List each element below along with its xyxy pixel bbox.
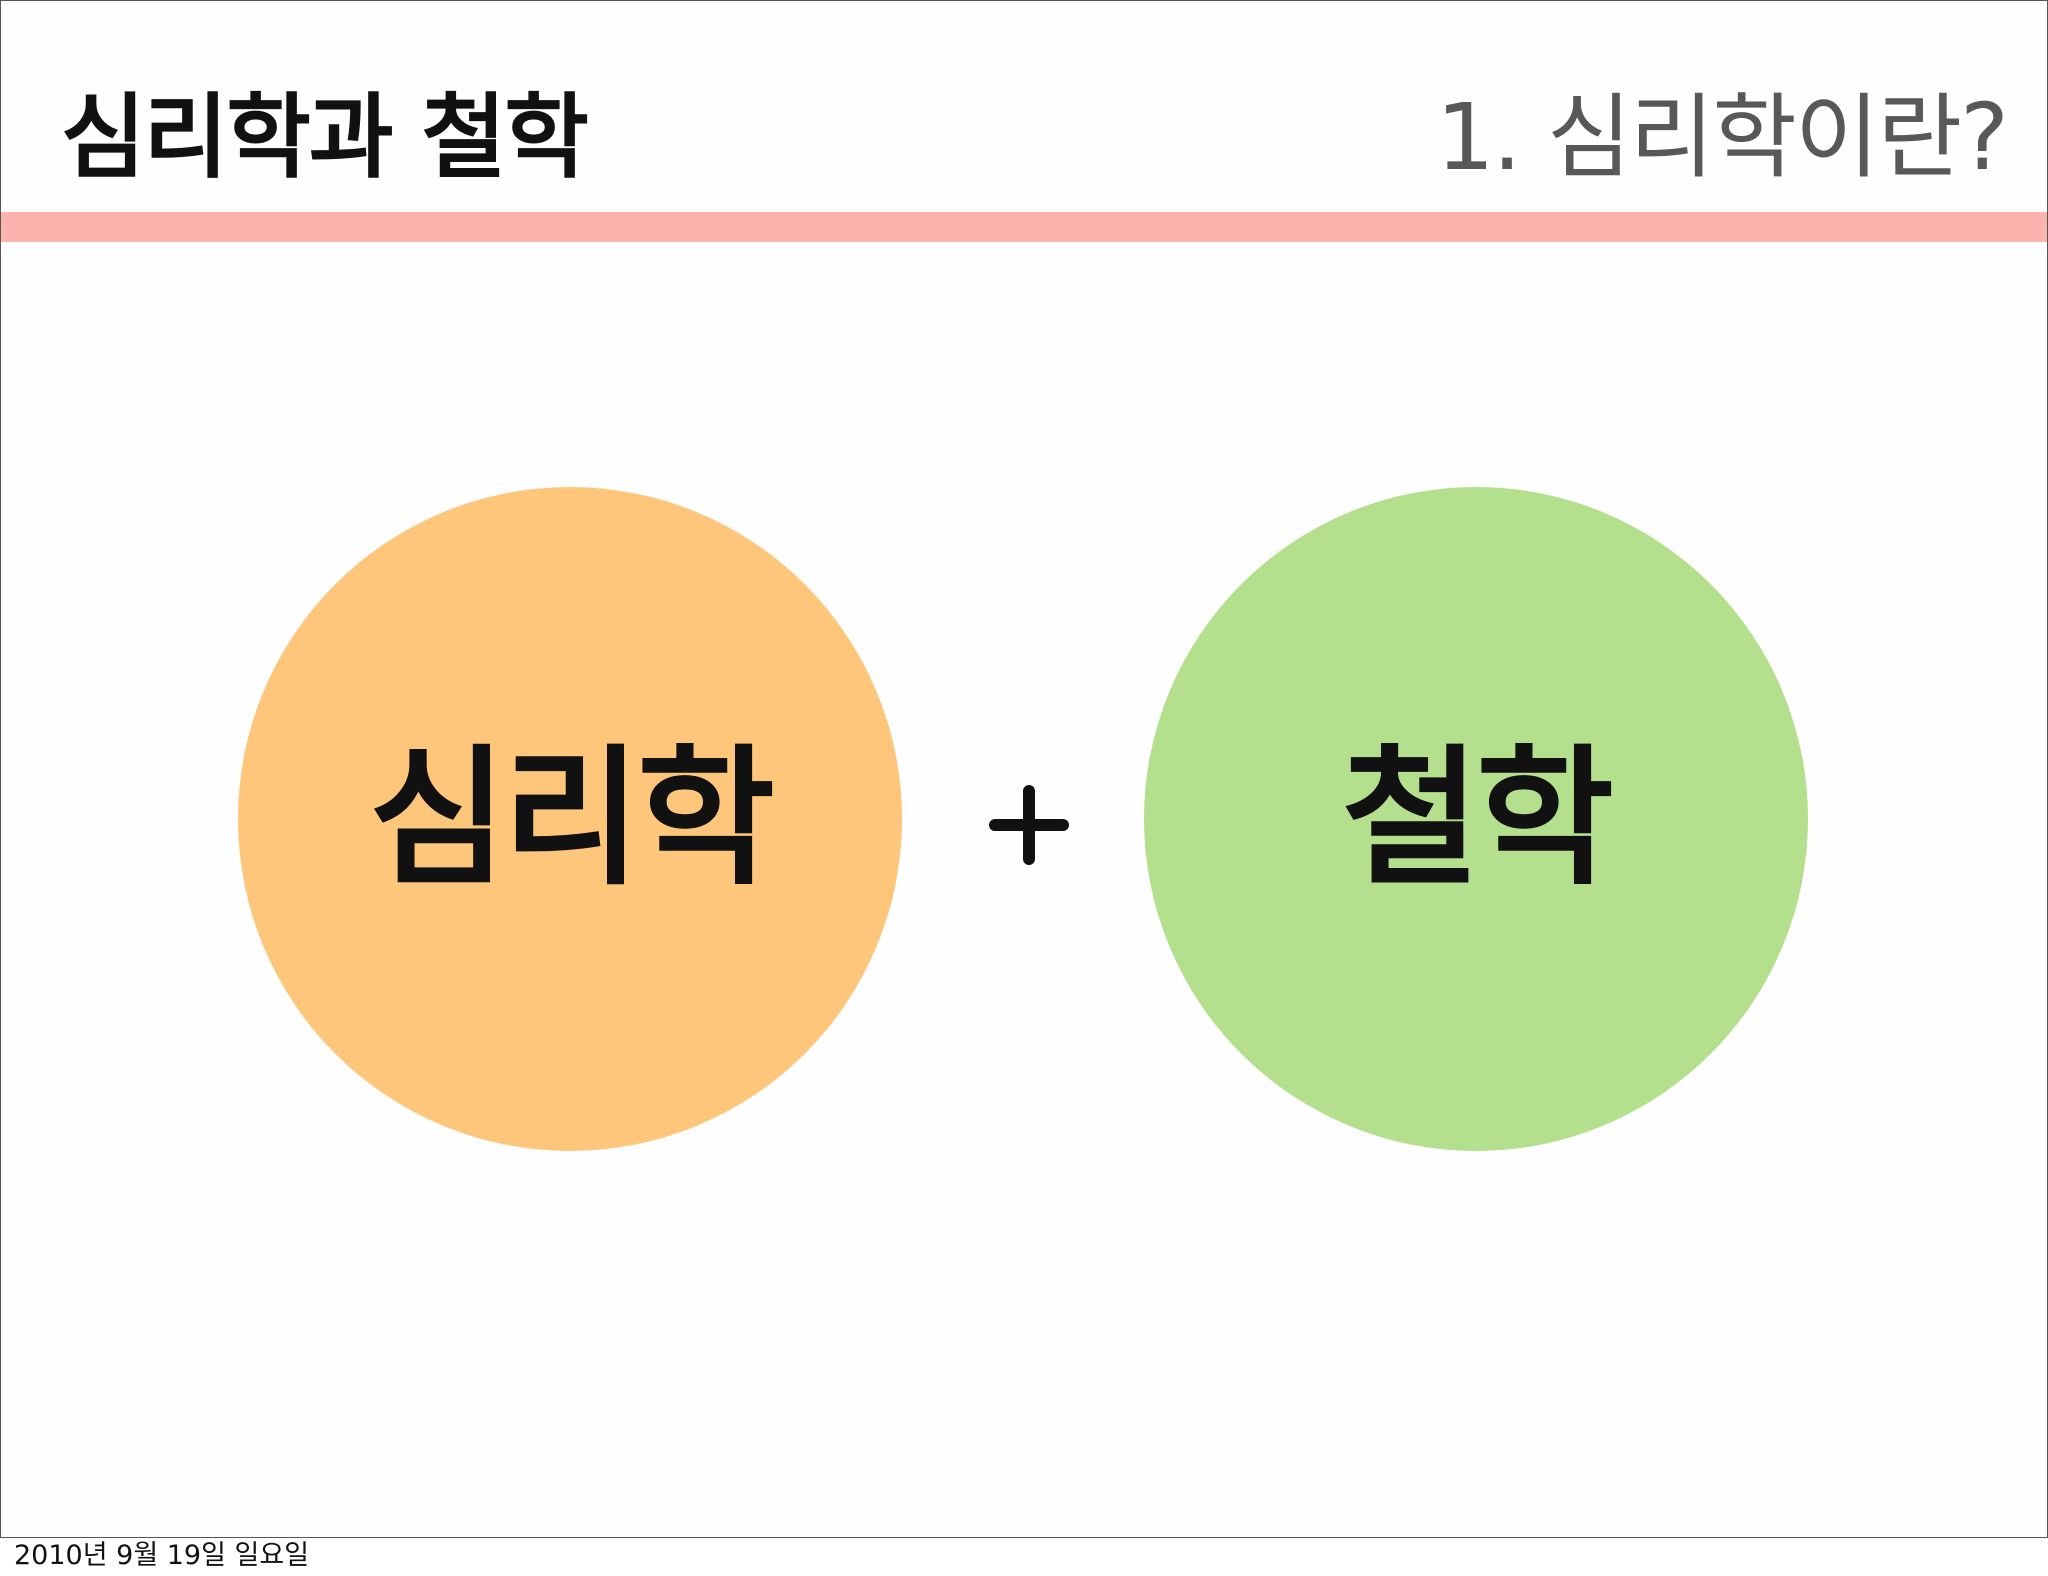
plus-icon [989, 785, 1069, 865]
philosophy-circle: 철학 [1144, 487, 1808, 1151]
title-accent-bar [1, 212, 2047, 242]
footer-date: 2010년 9월 19일 일요일 [14, 1540, 310, 1571]
slide: 심리학과 철학 1. 심리학이란? 심리학 철학 [0, 0, 2048, 1538]
psychology-circle: 심리학 [238, 487, 902, 1151]
psychology-label: 심리학 [368, 732, 775, 906]
section-title: 1. 심리학이란? [1435, 84, 2009, 191]
philosophy-label: 철학 [1341, 732, 1614, 906]
slide-title: 심리학과 철학 [61, 84, 589, 191]
